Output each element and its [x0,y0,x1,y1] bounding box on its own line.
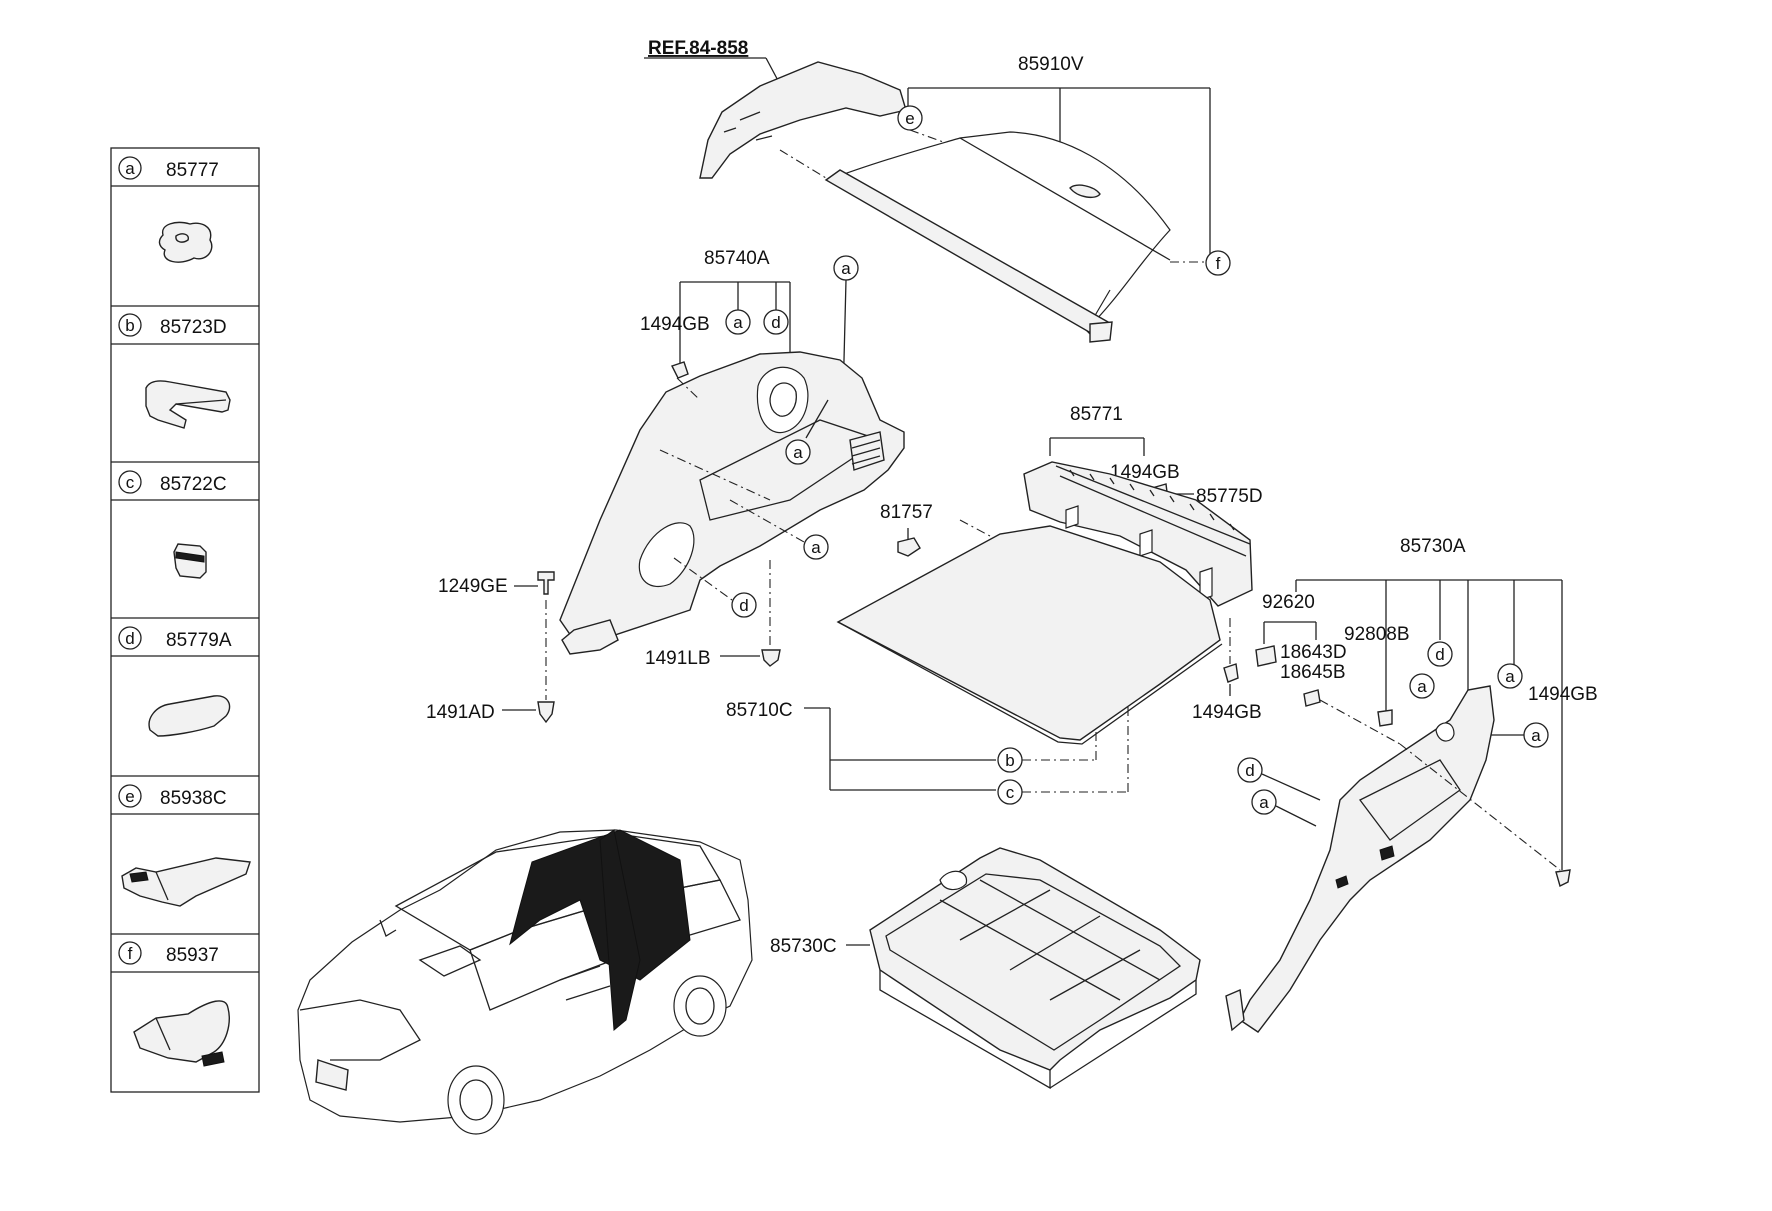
quarter-trim-upper [699,61,907,179]
car-body [297,829,753,1123]
sill-plate-body [1023,461,1253,607]
quarter-trim-85730A: 85730A 92620 92808B 18643D 18645B d a a … [1225,536,1598,1033]
quarter-trim-right-body [1239,685,1495,1033]
callout-b: b [1005,751,1014,770]
label-1494GB-right: 1494GB [1528,684,1598,705]
label-1491LB: 1491LB [645,648,711,669]
front-wheel [447,1065,505,1135]
label-85771: 85771 [1070,404,1123,425]
callout-c: c [1006,783,1015,802]
quarter-trim-85740A: 85740A a d 1494GB a a a d 1249G [426,248,905,724]
legend-part-number: 85779A [166,630,232,651]
sill-plate-85771: 85771 1494GB 85775D [1023,404,1263,607]
callout-d: d [1435,645,1444,664]
label-92620: 92620 [1262,592,1315,613]
legend-letter: d [125,629,134,648]
clip-85723D-icon [145,380,231,429]
label-85710C: 85710C [726,700,793,721]
label-1494GB-left: 1494GB [640,314,710,335]
legend-part-number: 85938C [160,788,227,809]
rear-wheel [673,975,727,1037]
vehicle-illustration [297,829,753,1135]
luggage-board-body [836,525,1221,741]
legend-part-number: 85722C [160,474,227,495]
label-85775D: 85775D [1196,486,1263,507]
ref-84-858-group: REF.84-858 [644,38,907,179]
cargo-cover-85910V: 85910V e f [779,54,1231,343]
callout-a: a [1417,677,1427,696]
label-1249GE: 1249GE [438,576,508,597]
legend-part-number: 85937 [166,945,219,966]
legend-row-d: d 85779A [118,626,232,737]
label-18645B: 18645B [1280,662,1346,683]
legend-letter: c [126,473,135,492]
callout-a: a [841,259,851,278]
callout-f: f [1216,254,1221,273]
legend-border [110,147,260,1093]
legend-letter: e [125,787,134,806]
callout-d: d [771,313,780,332]
legend-row-c: c 85722C [118,470,227,579]
cover-85779A-icon [148,695,231,737]
label-85740A: 85740A [704,248,770,269]
label-81757: 81757 [880,502,933,523]
callout-e: e [905,109,914,128]
callout-d: d [1245,761,1254,780]
callout-a: a [1505,667,1515,686]
legend-letter: f [128,944,133,963]
holder-85938C-icon [121,857,251,907]
legend-part-number: 85723D [160,317,227,338]
legend-row-f: f 85937 [118,941,230,1067]
legend-letter-circle [118,156,142,180]
legend-part-number: 85777 [166,160,219,181]
legend-table: a 85777 b 85723D c 85722C d 85779A [110,147,260,1093]
label-1491AD: 1491AD [426,702,495,723]
holder-85937-icon [133,1000,230,1063]
callout-a: a [811,538,821,557]
callout-a: a [733,313,743,332]
label-92808B: 92808B [1344,624,1410,645]
callout-a: a [1531,726,1541,745]
legend-letter: b [125,316,134,335]
callout-a: a [793,443,803,462]
label-1494GB-mid: 1494GB [1192,702,1262,723]
legend-row-e: e 85938C [118,784,251,907]
callout-d: d [739,596,748,615]
legend-row-a: a 85777 [118,156,219,263]
cover-shade [827,131,1171,336]
tray-body [869,847,1201,1071]
legend-row-b: b 85723D [118,313,231,429]
callout-a: a [1259,793,1269,812]
label-85730A: 85730A [1400,536,1466,557]
ref-label: REF.84-858 [648,38,748,59]
storage-tray-85730C: 85730C [770,847,1201,1090]
clip-85777-icon [158,221,213,263]
label-85730C: 85730C [770,936,837,957]
label-1494GB-top: 1494GB [1110,462,1180,483]
label-85910V: 85910V [1018,54,1084,75]
label-18643D: 18643D [1280,642,1347,663]
legend-letter: a [125,159,135,178]
luggage-board-85710C: 81757 85710C b c 1494GB [726,502,1262,805]
